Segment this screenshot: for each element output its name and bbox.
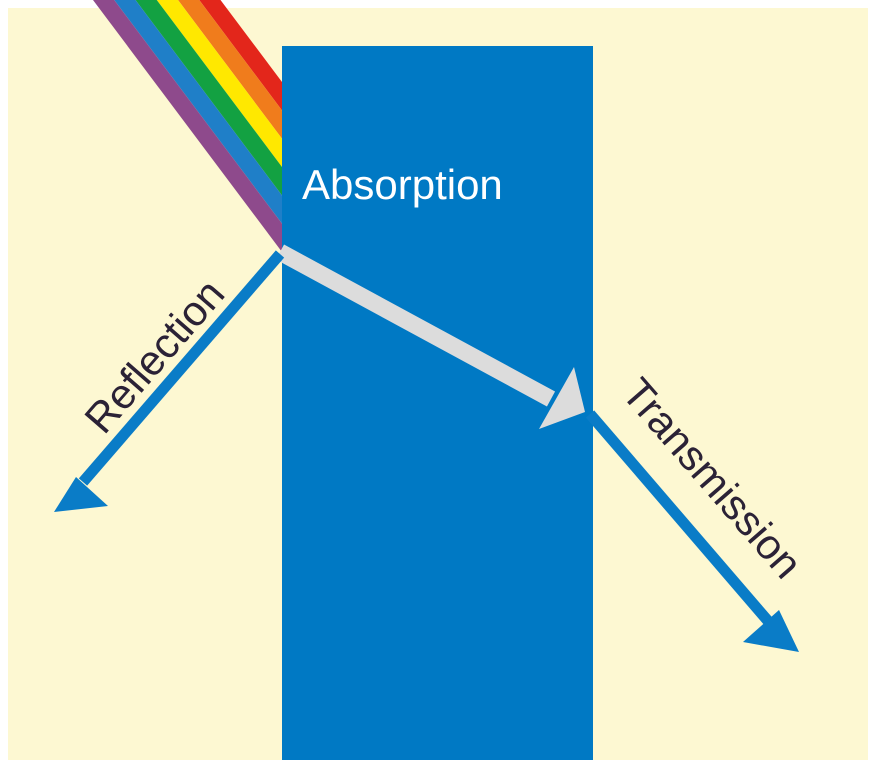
absorption-label: Absorption xyxy=(302,161,503,208)
transmission-arrow xyxy=(585,410,799,652)
spectrum-band-violet xyxy=(92,0,282,252)
transmitted-beam-arrow xyxy=(275,244,585,429)
incoming-light-spectrum xyxy=(92,0,282,252)
reflection-arrow xyxy=(54,250,285,512)
